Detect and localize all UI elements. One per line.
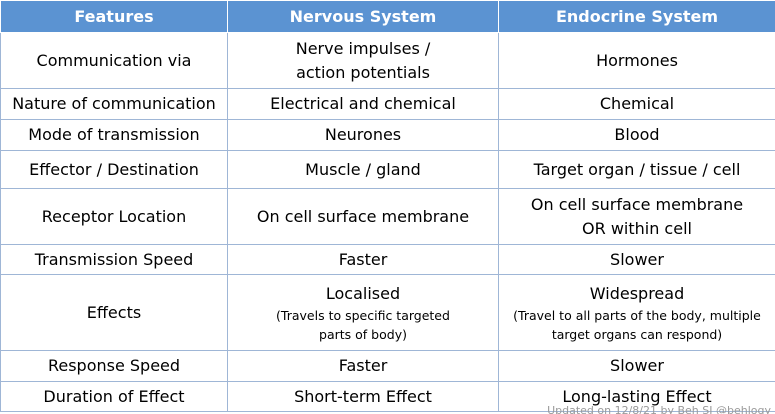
nervous-effect-main: Localised	[325, 283, 401, 303]
table-row: Nature of communication Electrical and c…	[0, 88, 775, 120]
nervous-cell: Muscle / gland	[227, 150, 499, 189]
header-features: Features	[0, 0, 228, 33]
endocrine-effect-main: Widespread	[589, 283, 685, 303]
table-row: Response Speed Faster Slower	[0, 350, 775, 382]
feature-cell: Transmission Speed	[0, 244, 228, 275]
endocrine-cell: Chemical	[498, 88, 775, 120]
nervous-cell: Nerve impulses / action potentials	[227, 32, 499, 89]
table-row: Effects Localised (Travels to specific t…	[0, 274, 775, 351]
endocrine-cell: Slower	[498, 350, 775, 382]
nervous-cell: Electrical and chemical	[227, 88, 499, 120]
endocrine-cell: Blood	[498, 119, 775, 151]
credit-watermark: Updated on 12/8/21 by Beh SJ @behlogy	[547, 404, 771, 414]
table-row: Transmission Speed Faster Slower	[0, 244, 775, 275]
nervous-cell: Neurones	[227, 119, 499, 151]
feature-cell: Communication via	[0, 32, 228, 89]
endocrine-effect-note: (Travel to all parts of the body, multip…	[513, 307, 761, 342]
table-row: Communication via Nerve impulses / actio…	[0, 32, 775, 89]
nervous-cell: Faster	[227, 244, 499, 275]
feature-cell: Mode of transmission	[0, 119, 228, 151]
endocrine-cell: Slower	[498, 244, 775, 275]
table-row: Receptor Location On cell surface membra…	[0, 188, 775, 245]
feature-cell: Receptor Location	[0, 188, 228, 245]
header-nervous-system: Nervous System	[227, 0, 499, 33]
table-row: Effector / Destination Muscle / gland Ta…	[0, 150, 775, 189]
table-row: Duration of Effect Short-term Effect Lon…	[0, 381, 775, 412]
nervous-cell: Localised (Travels to specific targeted …	[227, 274, 499, 351]
feature-cell: Nature of communication	[0, 88, 228, 120]
nervous-cell: Faster	[227, 350, 499, 382]
endocrine-cell: Target organ / tissue / cell	[498, 150, 775, 189]
nervous-cell: Short-term Effect	[227, 381, 499, 412]
feature-cell: Response Speed	[0, 350, 228, 382]
endocrine-cell: Widespread (Travel to all parts of the b…	[498, 274, 775, 351]
feature-cell: Effector / Destination	[0, 150, 228, 189]
feature-cell: Duration of Effect	[0, 381, 228, 412]
endocrine-cell: Hormones	[498, 32, 775, 89]
table-row: Mode of transmission Neurones Blood	[0, 119, 775, 151]
endocrine-cell: On cell surface membrane OR within cell	[498, 188, 775, 245]
nervous-effect-note: (Travels to specific targeted parts of b…	[276, 307, 450, 342]
header-row: Features Nervous System Endocrine System	[0, 0, 775, 33]
header-endocrine-system: Endocrine System	[498, 0, 775, 33]
feature-cell: Effects	[0, 274, 228, 351]
nervous-cell: On cell surface membrane	[227, 188, 499, 245]
